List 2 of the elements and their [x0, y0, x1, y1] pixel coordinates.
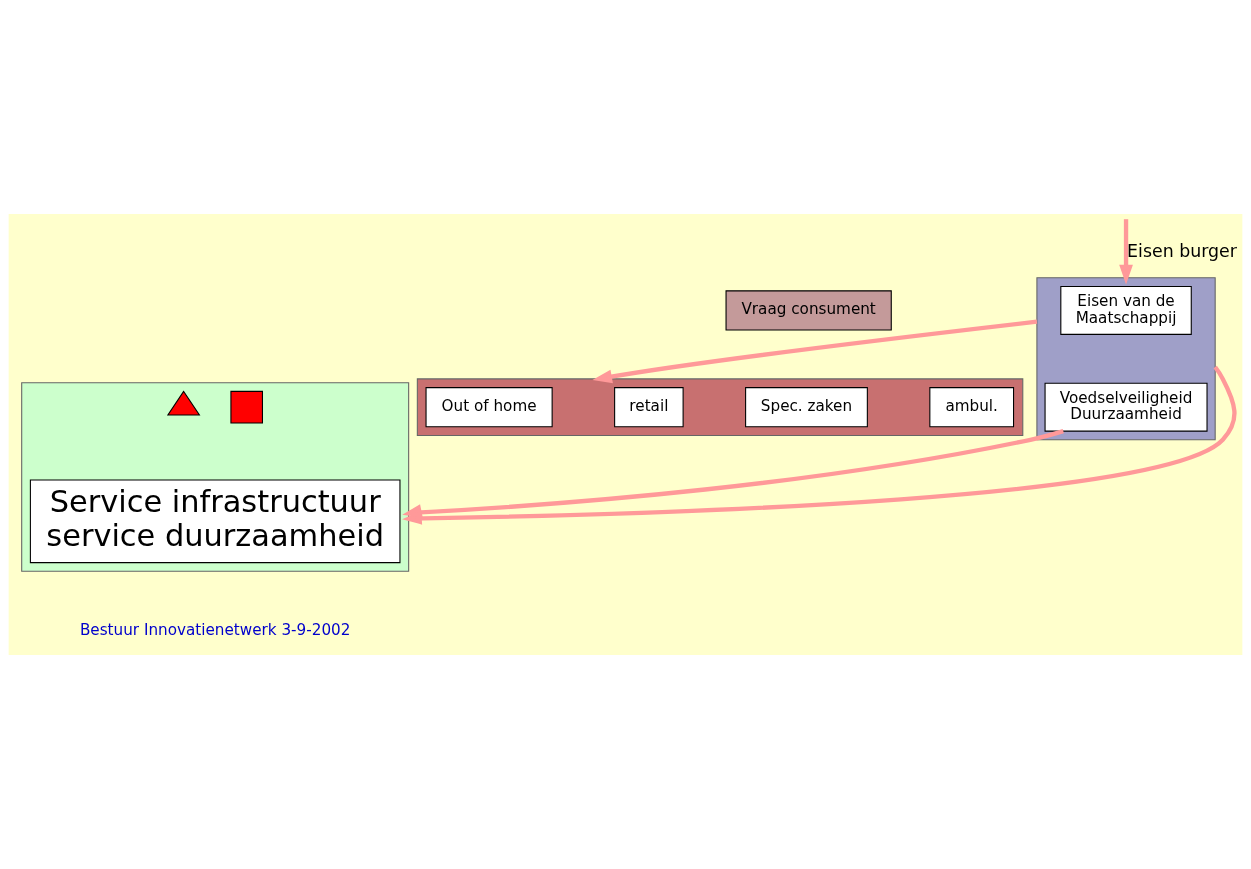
edge-label: Eisen burger: [1127, 240, 1237, 261]
label: Bestuur Innovatienetwerk 3-9-2002: [79, 621, 351, 640]
